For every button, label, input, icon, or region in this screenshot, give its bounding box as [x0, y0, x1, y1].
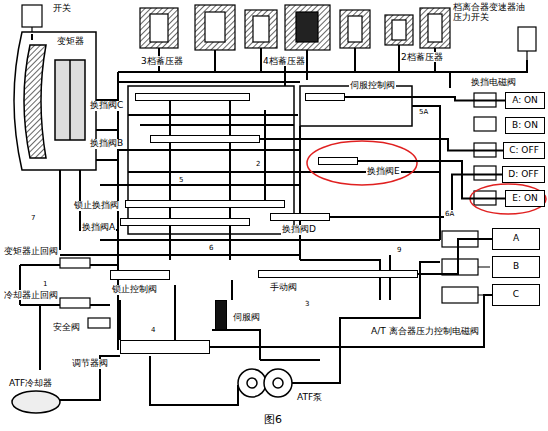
solenoid-state: C: [511, 290, 521, 300]
port-number: 7: [30, 214, 36, 222]
part-label: 4档蓄压器: [262, 56, 306, 66]
solenoid-state-box: C: OFF: [503, 142, 545, 159]
valve-label: 锁止换挡阀: [73, 201, 120, 211]
part-label: 3档蓄压器: [140, 56, 184, 66]
part-label: ATF泵: [296, 392, 323, 402]
port-number: 6A: [444, 210, 455, 218]
part-label: 变矩器: [56, 36, 85, 46]
valve-label: 换挡阀D: [281, 225, 317, 235]
part-label: A/T 离合器压力控制电磁阀: [370, 326, 480, 336]
lockup-control-valve: 锁止控制阀: [110, 270, 170, 280]
manual-valve: 手动阀: [258, 270, 418, 278]
solenoid-state: A: [511, 234, 521, 244]
clutch-pack: [140, 5, 450, 50]
shift-valve: 换挡阀D: [270, 213, 330, 221]
lockup-shift-valve: 锁止换挡阀: [125, 200, 285, 208]
valve-label: 伺服阀: [232, 313, 261, 323]
solenoid-state: A: ON: [510, 96, 540, 106]
port-number: 9: [396, 246, 402, 254]
pressure-solenoid-box: B: [492, 256, 540, 278]
shift-valve: 换挡阀E: [318, 157, 358, 165]
shift-valve: 换挡阀A: [120, 218, 250, 226]
solenoid-state-box: A: ON: [505, 92, 545, 109]
torque-converter: [14, 32, 96, 170]
port-number: 5: [178, 176, 184, 184]
solenoid-state: D: OFF: [506, 170, 540, 180]
port-number: 6: [208, 244, 214, 252]
pressure-solenoid-box: C: [492, 284, 540, 306]
part-label: 冷却器止回阀: [3, 290, 59, 300]
shift-valve: 换挡阀C: [135, 93, 250, 101]
part-label: 安全阀: [52, 322, 81, 332]
valve-label: 锁止控制阀: [111, 285, 158, 295]
port-number: 5A: [418, 108, 429, 116]
solenoid-state-box: D: OFF: [502, 166, 545, 183]
part-label: 2档蓄压器: [400, 52, 444, 62]
part-label: ATF冷却器: [8, 378, 53, 388]
regulator-valve: 调节器阀: [120, 340, 210, 354]
hydraulic-line: [418, 239, 492, 274]
hydraulic-line: [260, 139, 503, 151]
solenoid-state: B: ON: [510, 121, 540, 131]
part-label: 换挡电磁阀: [470, 77, 517, 87]
port-number: 3: [304, 300, 310, 308]
solenoid-state: E: ON: [510, 194, 539, 204]
shift-valve: 换挡阀B: [150, 135, 260, 143]
solenoid-state-box: B: ON: [505, 117, 545, 134]
port-number: 2: [255, 160, 261, 168]
valve-label: 调节器阀: [71, 359, 109, 369]
pressure-solenoid-box: A: [492, 228, 540, 250]
solenoid-state: C: OFF: [507, 146, 541, 156]
hydraulic-line: [210, 295, 492, 347]
atf-cooler: [12, 391, 60, 413]
solenoid-state-box: E: ON: [505, 190, 545, 207]
port-number: 4: [150, 326, 156, 334]
solenoid-state: B: [511, 262, 521, 272]
part-label: 开关: [52, 3, 72, 13]
valve-label: 换挡阀A: [81, 223, 116, 233]
atf-pump: [238, 369, 292, 397]
hydraulic-line: [358, 161, 505, 199]
servo-valve: 伺服阀: [215, 300, 227, 330]
port-number: 1: [42, 280, 48, 288]
hydraulic-line: [345, 97, 505, 101]
valve-label: 伺服控制阀: [349, 81, 396, 91]
hydraulic-passage: [20, 34, 527, 405]
valve-label: 换挡阀E: [366, 167, 401, 177]
hydraulic-line: [330, 175, 502, 218]
part-label: 变矩器止回阀: [3, 246, 59, 256]
valve-label: 手动阀: [269, 283, 298, 293]
valve-label: 换挡阀B: [89, 139, 124, 149]
servo-control-valve: 伺服控制阀: [305, 93, 345, 101]
highlight-ellipse: [307, 141, 546, 214]
valve-label: 换挡阀C: [89, 101, 124, 111]
check-valve: [60, 258, 110, 328]
part-label: 档离合器变速器油 压力开关: [452, 2, 530, 23]
figure-caption: 图6: [262, 412, 284, 427]
